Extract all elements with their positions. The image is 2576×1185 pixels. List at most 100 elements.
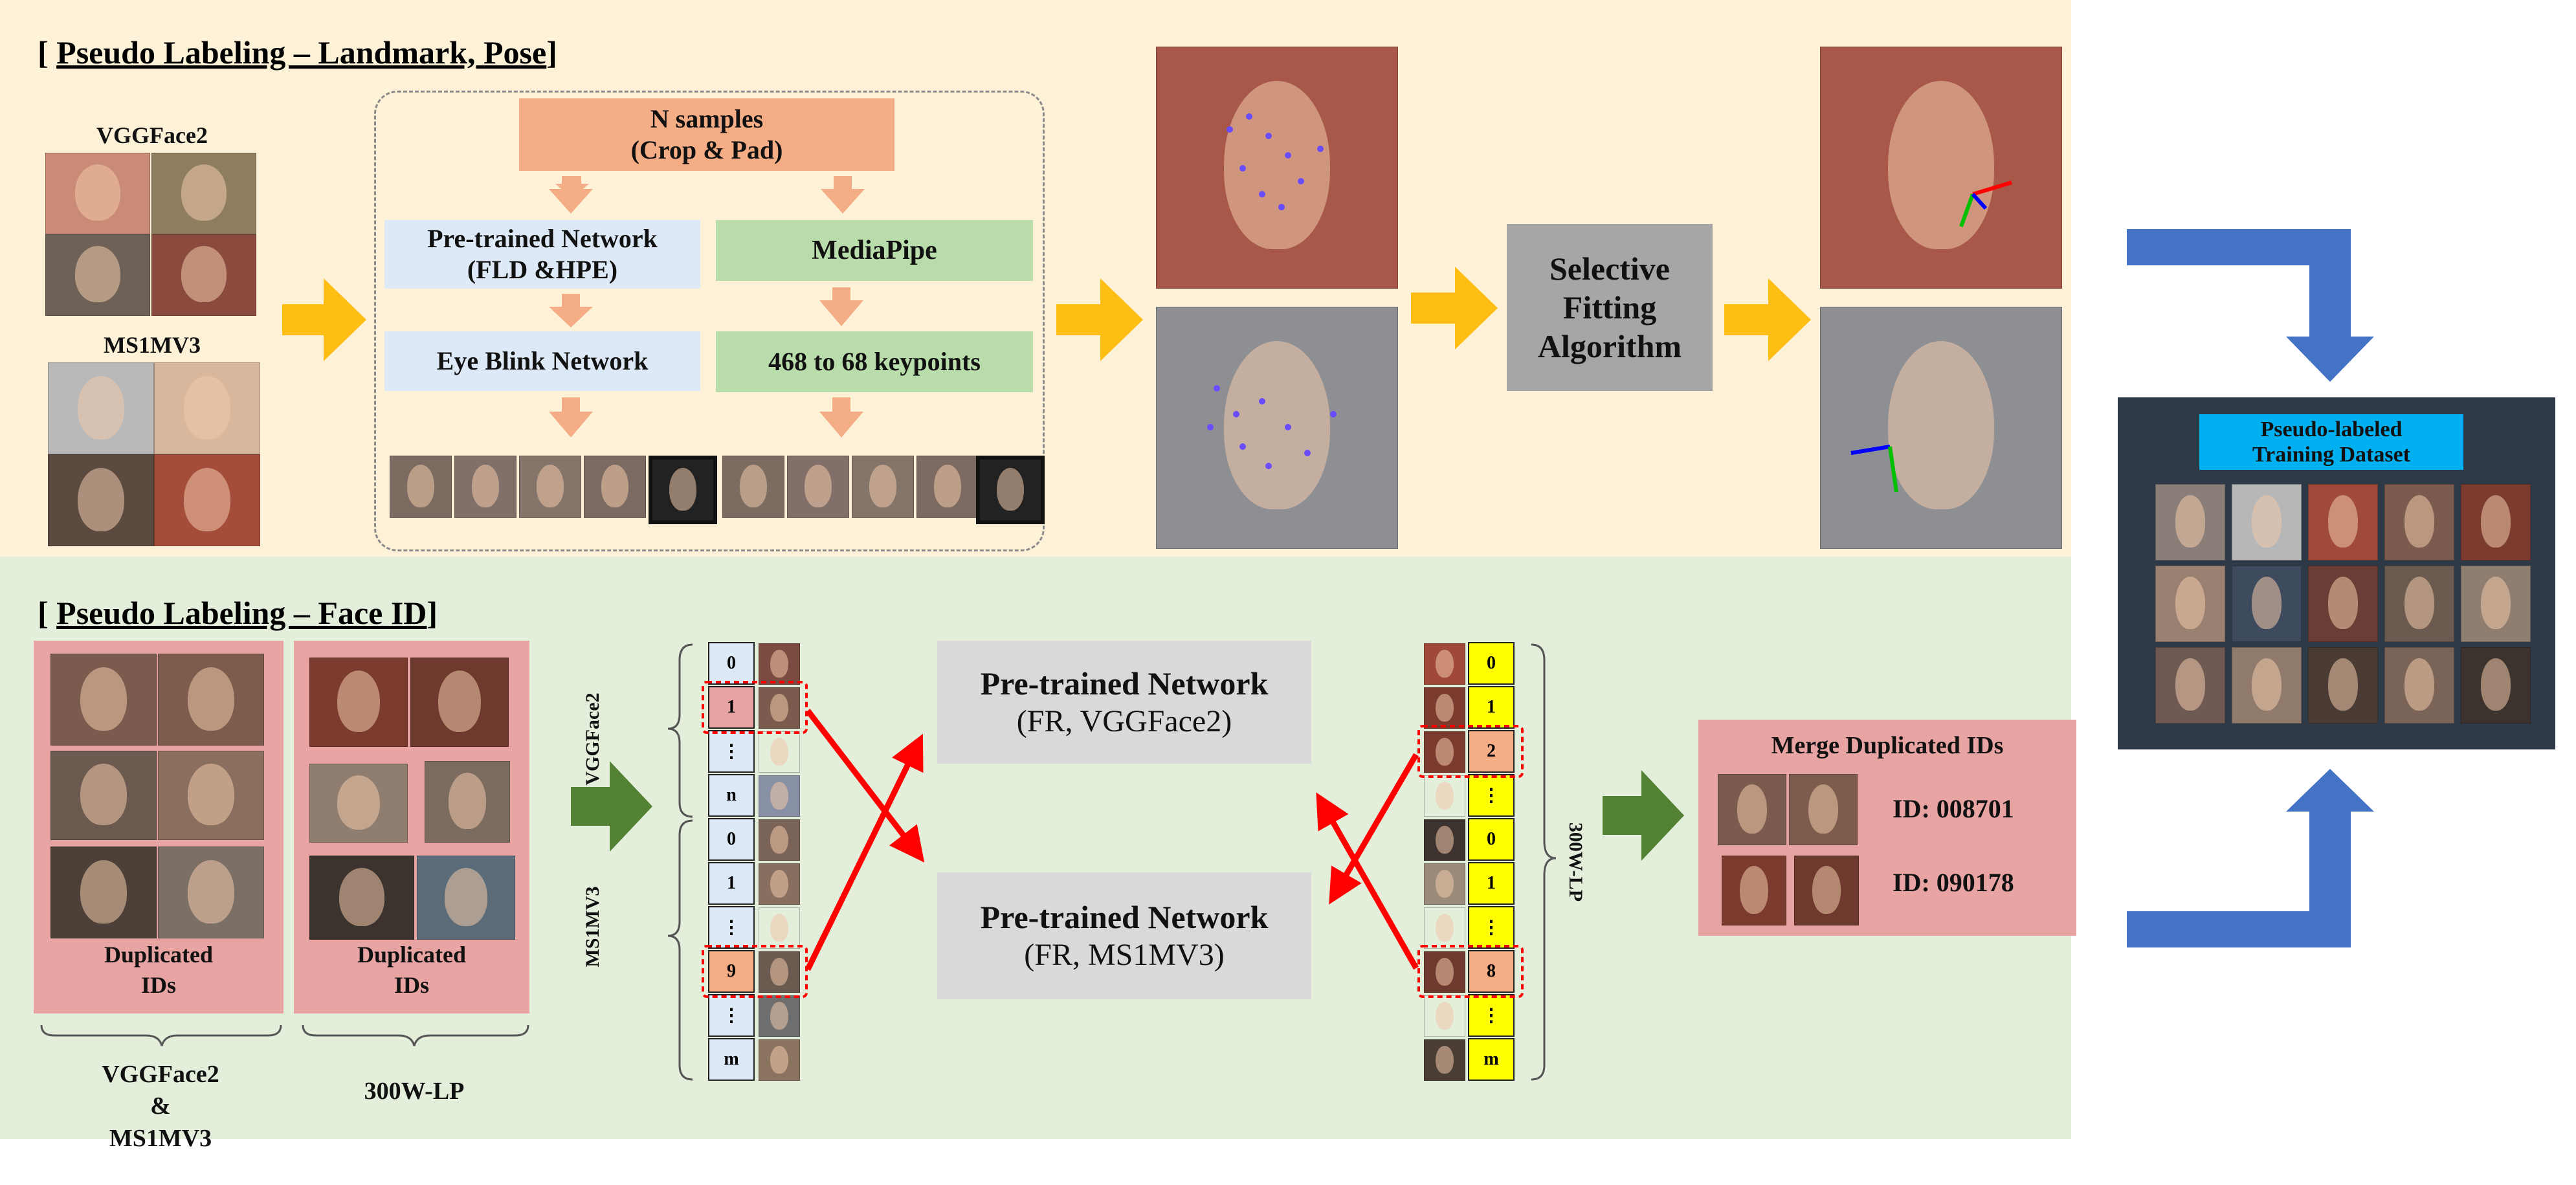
pose-axes — [1850, 181, 2012, 493]
face-thumbnail — [151, 153, 256, 234]
landmark-pose-title: [ Pseudo Labeling – Landmark, Pose] — [38, 34, 557, 71]
face-thumbnail — [1424, 951, 1465, 993]
orange-down-arrow — [549, 176, 593, 214]
face-thumbnail — [48, 362, 154, 454]
face-thumbnail — [425, 761, 510, 843]
pose-result-image — [1820, 307, 2062, 549]
merged-id-label: ID: 090178 — [1893, 868, 2014, 897]
face-thumbnail — [151, 234, 256, 316]
face-thumbnail — [1424, 775, 1465, 817]
face-thumbnail — [1424, 995, 1465, 1037]
dataset-face-thumbnail — [2461, 566, 2531, 642]
pose-result-image — [1820, 47, 2062, 289]
dataset-face-thumbnail — [2308, 647, 2378, 724]
blue-elbow-arrow-up — [2127, 769, 2374, 947]
face-thumbnail — [1424, 643, 1465, 685]
face-thumbnail — [417, 856, 515, 940]
face-thumbnail — [410, 658, 509, 747]
gold-arrow — [1724, 278, 1811, 361]
face-thumbnail — [48, 454, 154, 546]
ms1mv3-label: MS1MV3 — [104, 332, 201, 358]
green-arrow — [1603, 770, 1684, 861]
red-arrow — [805, 733, 924, 971]
dataset-face-thumbnail — [2461, 484, 2531, 560]
gold-arrow — [1411, 267, 1498, 349]
face-thumbnail — [50, 654, 157, 746]
sample-thumbnail — [976, 456, 1045, 524]
mediapipe-box: MediaPipe — [716, 220, 1033, 281]
fr-ms1mv3-network-box: Pre-trained Network (FR, MS1MV3) — [937, 872, 1311, 999]
dataset-face-thumbnail — [2384, 566, 2454, 642]
brace-ms1mv3 — [667, 819, 693, 1081]
sample-thumbnail — [722, 456, 784, 518]
landmark-result-image — [1156, 307, 1398, 549]
index-cell: 0 — [1468, 642, 1515, 685]
highlight-box — [1417, 725, 1524, 778]
green-arrow — [571, 761, 652, 852]
dataset-face-thumbnail — [2155, 647, 2225, 724]
blue-elbow-arrow-down — [2127, 229, 2374, 382]
brace-300wlp — [1531, 643, 1557, 1081]
brace-left-bottom — [40, 1024, 282, 1047]
index-cell: 9 — [708, 950, 755, 993]
face-thumbnail — [759, 731, 800, 773]
index-cell: 1 — [708, 686, 755, 729]
index-cell: 2 — [1468, 730, 1515, 773]
sample-thumbnail — [454, 456, 516, 518]
dataset-face-thumbnail — [2461, 647, 2531, 724]
orange-down-arrow — [821, 176, 865, 214]
sample-thumbnail — [584, 456, 646, 518]
face-thumbnail — [1722, 856, 1786, 925]
index-cell: ⋮ — [708, 730, 755, 773]
face-thumbnail — [759, 775, 800, 817]
index-cell: 0 — [1468, 818, 1515, 861]
index-cell: n — [708, 774, 755, 817]
dataset-face-thumbnail — [2308, 484, 2378, 560]
face-thumbnail — [1424, 1039, 1465, 1081]
face-thumbnail — [1424, 819, 1465, 861]
face-thumbnail — [1424, 863, 1465, 905]
face-thumbnail — [158, 847, 264, 938]
index-cell: m — [708, 1038, 755, 1081]
face-thumbnail — [1794, 856, 1859, 925]
dataset-face-thumbnail — [2155, 566, 2225, 642]
face-thumbnail — [759, 1039, 800, 1081]
keypoints-conversion-box: 468 to 68 keypoints — [716, 331, 1033, 392]
face-thumbnail — [1424, 731, 1465, 773]
orange-down-arrow — [549, 294, 593, 327]
face-thumbnail — [1718, 774, 1786, 845]
index-cell: 1 — [708, 862, 755, 905]
face-thumbnail — [759, 687, 800, 729]
sample-thumbnail — [649, 456, 717, 524]
index-cell: ⋮ — [708, 994, 755, 1037]
orange-down-arrow — [819, 287, 863, 326]
red-arrow — [1329, 753, 1419, 905]
pretrained-fld-hpe-box: Pre-trained Network(FLD &HPE) — [384, 220, 700, 289]
face-thumbnail — [759, 643, 800, 685]
dataset-face-thumbnail — [2384, 647, 2454, 724]
highlight-box — [702, 945, 808, 998]
index-cell: 1 — [1468, 686, 1515, 729]
vggface2-label: VGGFace2 — [96, 122, 208, 148]
dataset-face-thumbnail — [2232, 484, 2302, 560]
dataset-face-thumbnail — [2232, 566, 2302, 642]
sample-thumbnail — [519, 456, 581, 518]
source-datasets-label: VGGFace2&MS1MV3 — [102, 1061, 219, 1152]
index-cell: ⋮ — [1468, 994, 1515, 1037]
index-cell: 0 — [708, 642, 755, 685]
sample-thumbnail — [390, 456, 452, 518]
face-thumbnail — [50, 751, 157, 840]
dataset-face-thumbnail — [2308, 566, 2378, 642]
face-thumbnail — [154, 362, 260, 454]
sample-thumbnail — [852, 456, 914, 518]
brace-right-bottom — [302, 1024, 529, 1047]
eye-blink-network-box: Eye Blink Network — [384, 331, 700, 391]
index-cell: 0 — [708, 818, 755, 861]
index-cell: ⋮ — [1468, 906, 1515, 949]
red-arrow — [1316, 792, 1419, 970]
